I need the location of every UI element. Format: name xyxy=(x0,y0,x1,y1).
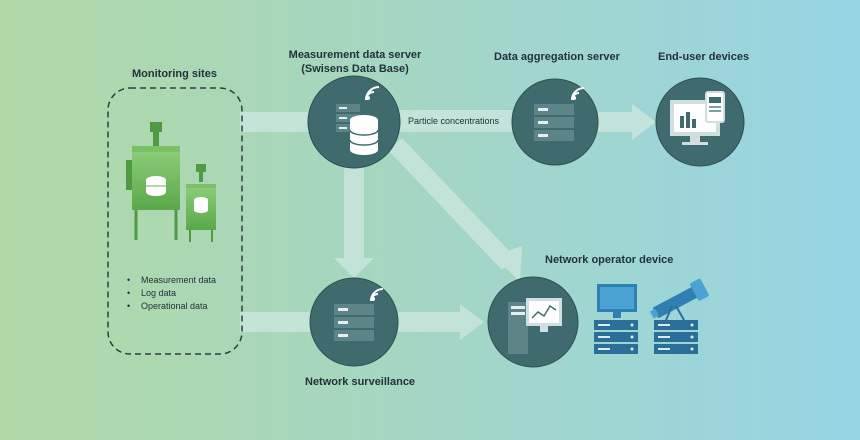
monitoring-data-list: Measurement data Log data Operational da… xyxy=(127,274,216,313)
measurement-server-label-line1: Measurement data server xyxy=(288,49,422,61)
list-item: Log data xyxy=(127,287,216,300)
network-surveillance-label: Network surveillance xyxy=(305,376,416,388)
end-user-devices-label: End-user devices xyxy=(658,51,750,63)
server-wifi-icon xyxy=(534,87,585,141)
flow-arrows xyxy=(240,104,656,340)
measurement-server-node[interactable] xyxy=(307,75,401,169)
aggregation-server-label: Data aggregation server xyxy=(494,51,620,63)
monitoring-station-icon xyxy=(126,122,216,242)
telescope-server-icon xyxy=(649,278,709,354)
monitor-tablet-icon xyxy=(670,91,725,145)
aggregation-server-node[interactable] xyxy=(511,78,599,166)
edge-label-particle-concentrations: Particle concentrations xyxy=(408,116,500,126)
monitor-server-icon xyxy=(594,284,638,354)
arrow-surveillance-to-operator xyxy=(398,304,484,340)
measurement-server-label-line2: (Swisens Data Base) xyxy=(301,63,409,75)
arrow-measurement-to-aggregation xyxy=(398,110,512,132)
arrow-measurement-to-surveillance xyxy=(334,160,374,278)
network-surveillance-node[interactable] xyxy=(309,277,399,367)
monitoring-sites-label: Monitoring sites xyxy=(132,68,217,80)
measurement-server-label: Measurement data server (Swisens Data Ba… xyxy=(282,48,428,76)
list-item: Operational data xyxy=(127,300,216,313)
end-user-devices-node[interactable] xyxy=(655,77,745,167)
arrow-sites-to-measurement xyxy=(240,112,312,132)
server-wifi-icon xyxy=(334,288,384,341)
workstation-chart-icon xyxy=(508,298,562,354)
database-server-wifi-icon xyxy=(336,86,380,155)
list-item: Measurement data xyxy=(127,274,216,287)
network-operator-device-node[interactable] xyxy=(487,276,579,368)
monitoring-sites-box xyxy=(107,87,243,355)
network-operator-device-label: Network operator device xyxy=(545,254,674,266)
arrow-aggregation-to-enduser xyxy=(598,104,656,140)
arrow-measurement-to-operator xyxy=(388,138,522,282)
arrow-sites-to-surveillance xyxy=(240,312,312,332)
